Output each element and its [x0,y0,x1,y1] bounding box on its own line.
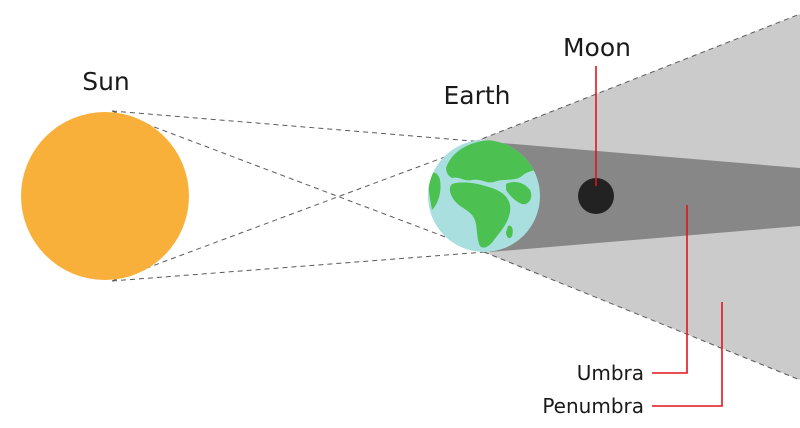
umbra-pointer [652,205,688,374]
earth-land-arabia [506,182,532,205]
penumbra-label: Penumbra [542,394,644,418]
sun-disc [21,112,189,280]
moon-label: Moon [563,33,631,62]
sun-label: Sun [82,67,130,96]
earth-globe [428,140,540,252]
umbra-region [490,142,800,252]
umbra-label: Umbra [577,361,644,385]
moon-disc [578,178,614,214]
earth-land-eurasia [446,140,540,183]
penumbra-pointer [652,302,723,407]
tangent-lines [111,13,800,381]
earth-land-americas [428,172,441,210]
earth-land-madagascar [506,225,513,239]
earth-label: Earth [443,81,510,110]
earth-land-africa [449,182,511,248]
